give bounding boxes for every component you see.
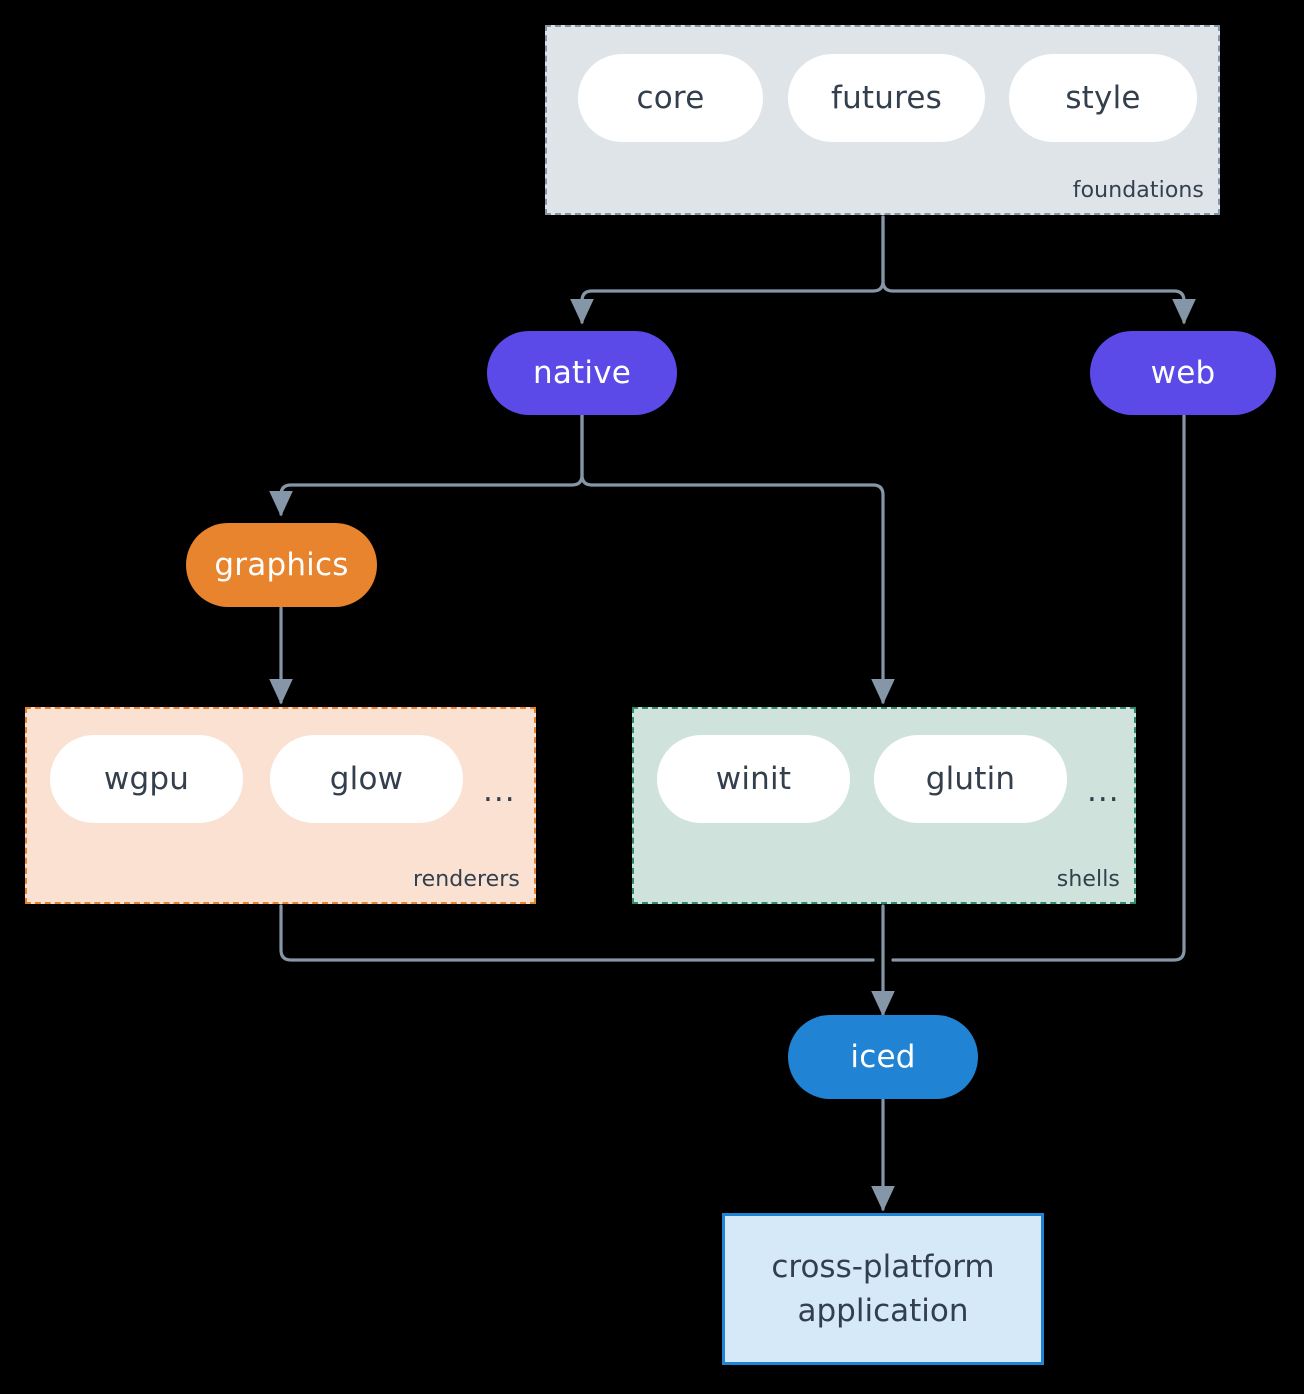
cluster-renderers: wgpu glow ... renderers xyxy=(25,707,536,904)
node-native[interactable]: native xyxy=(487,331,677,415)
edge-foundations-web xyxy=(881,215,1196,325)
node-iced[interactable]: iced xyxy=(788,1015,978,1099)
node-futures[interactable]: futures xyxy=(788,54,985,142)
node-glutin-label: glutin xyxy=(925,761,1016,797)
node-graphics[interactable]: graphics xyxy=(186,523,377,607)
edge-native-shells xyxy=(580,412,895,705)
node-winit-label: winit xyxy=(715,761,792,797)
cluster-shells: winit glutin ... shells xyxy=(632,707,1136,904)
node-style[interactable]: style xyxy=(1009,54,1197,142)
node-futures-label: futures xyxy=(830,80,943,116)
edge-foundations-native xyxy=(570,215,885,325)
application-label-line1: cross-platform xyxy=(771,1248,995,1285)
node-native-label: native xyxy=(532,355,632,391)
node-glow-label: glow xyxy=(329,761,404,797)
node-graphics-label: graphics xyxy=(214,547,349,583)
node-cross-platform-application[interactable]: cross-platform application xyxy=(722,1213,1044,1365)
edge-native-graphics xyxy=(269,412,584,517)
application-label-line2: application xyxy=(797,1293,969,1329)
cluster-foundations-label: foundations xyxy=(1072,178,1204,203)
shells-more-ellipsis: ... xyxy=(1087,773,1120,809)
cluster-renderers-label: renderers xyxy=(412,867,520,892)
node-wgpu-label: wgpu xyxy=(103,761,190,797)
node-web-label: web xyxy=(1150,355,1216,391)
node-glutin[interactable]: glutin xyxy=(874,735,1067,823)
node-wgpu[interactable]: wgpu xyxy=(50,735,243,823)
edge-renderers-iced xyxy=(279,904,875,962)
node-style-label: style xyxy=(1065,80,1141,116)
cluster-shells-label: shells xyxy=(1056,867,1120,892)
renderers-more-ellipsis: ... xyxy=(483,773,516,809)
cluster-foundations: core futures style foundations xyxy=(545,25,1220,215)
node-iced-label: iced xyxy=(850,1039,916,1075)
node-glow[interactable]: glow xyxy=(270,735,463,823)
node-web[interactable]: web xyxy=(1090,331,1276,415)
node-core[interactable]: core xyxy=(578,54,763,142)
node-winit[interactable]: winit xyxy=(657,735,850,823)
node-core-label: core xyxy=(636,80,705,116)
